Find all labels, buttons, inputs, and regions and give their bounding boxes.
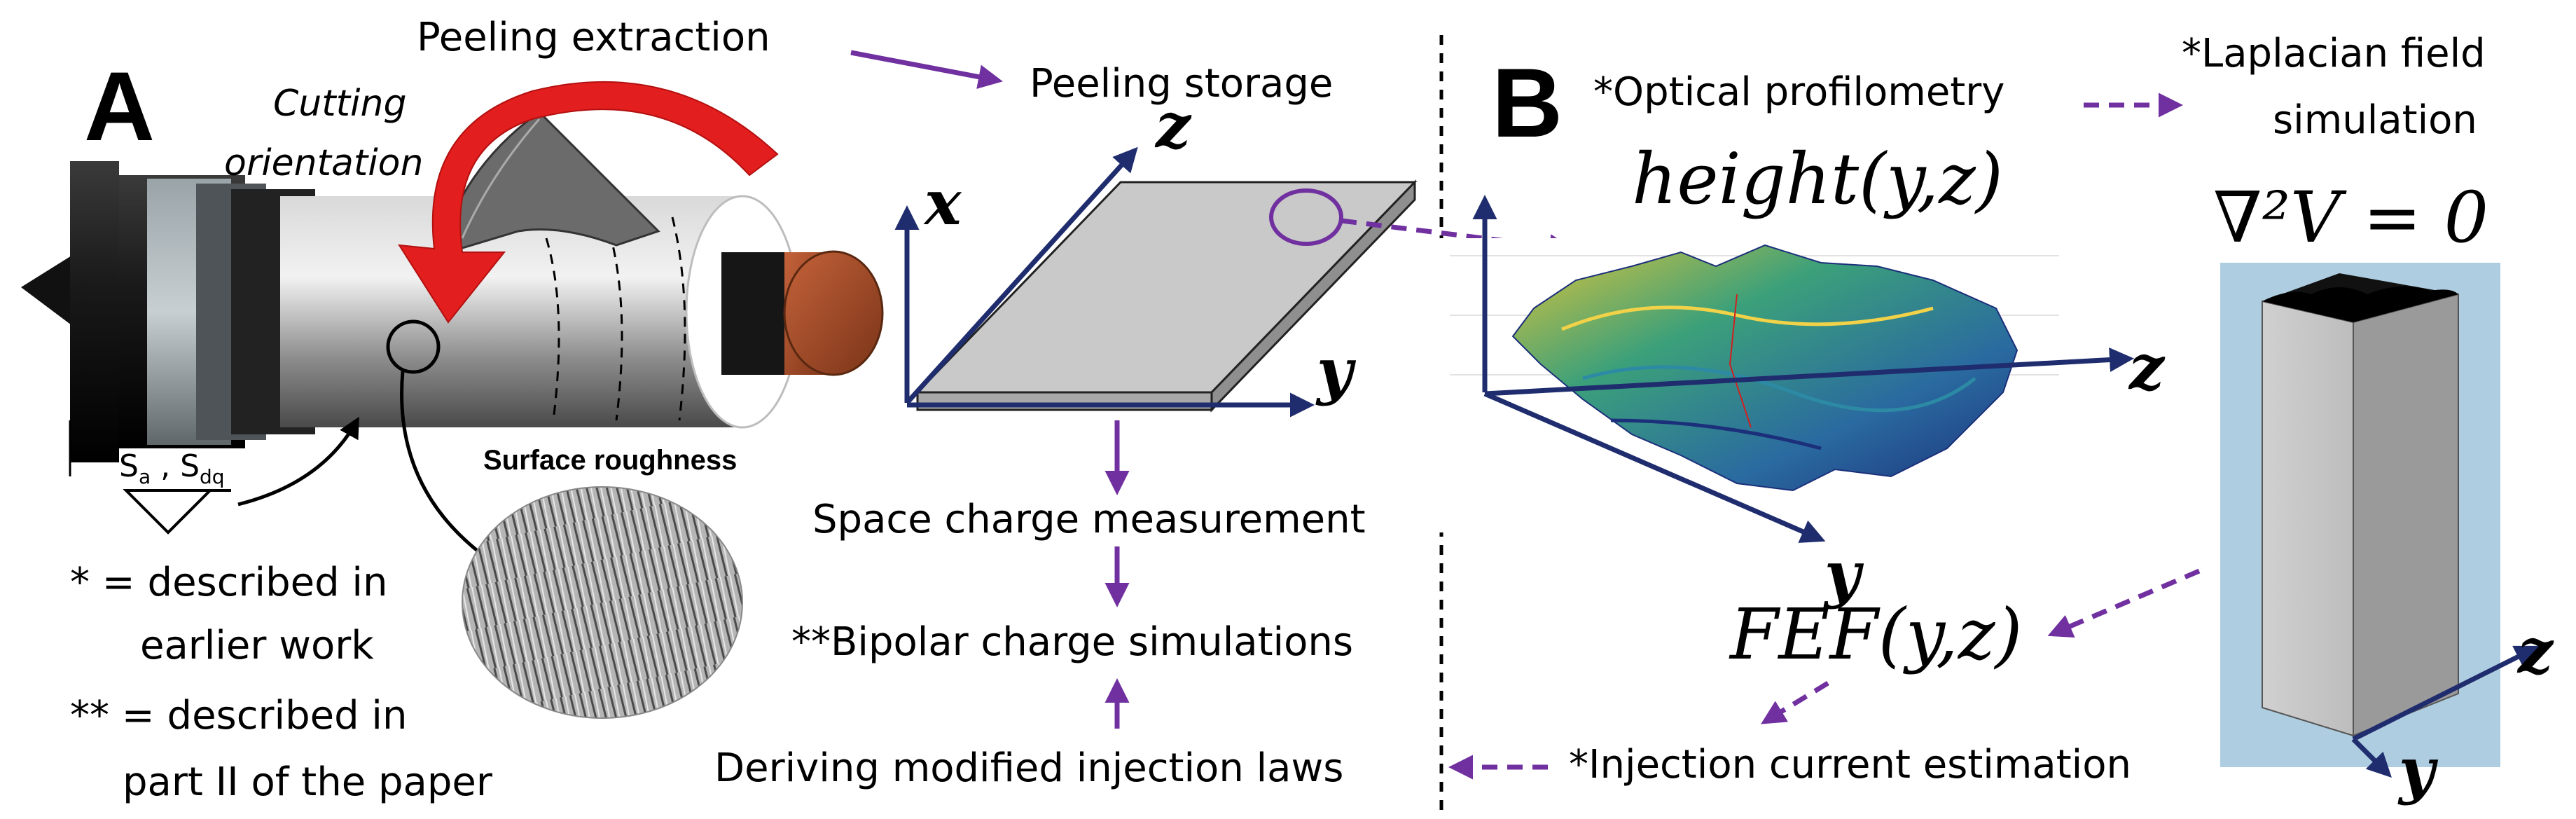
laplacian-simulation-block	[2220, 263, 2500, 767]
legend-single-star-2: earlier work	[140, 623, 374, 668]
panel-b-letter: B	[1492, 48, 1563, 158]
laplace-equation: ∇²V = 0	[2213, 177, 2488, 259]
peeling-extraction-arrow	[850, 50, 1003, 89]
cutting-orientation-label-2: orientation	[224, 142, 423, 184]
fef-expression: FEF(y,z)	[1729, 593, 2022, 675]
deriving-label: Deriving modified injection laws	[714, 745, 1343, 791]
profilometry-area-marker	[1269, 188, 1343, 246]
surface-roughness-label: Surface roughness	[483, 445, 737, 476]
optical-profilometry-label: *Optical profilometry	[1593, 69, 2004, 115]
block-axis-z	[2352, 645, 2540, 742]
roughness-symbol-icon	[123, 489, 214, 535]
legend-single-star-1: * = described in	[70, 560, 387, 605]
legend-double-star-2: part II of the paper	[123, 759, 493, 805]
legend-double-star-1: ** = described in	[70, 693, 407, 738]
fef-to-injection-arrow	[1761, 681, 1829, 724]
plate-axis-z	[905, 146, 1138, 405]
peeling-storage-label: Peeling storage	[1030, 61, 1333, 106]
block-axis-z-label: z	[2516, 614, 2554, 687]
laplacian-label-2: simulation	[2273, 97, 2477, 143]
block-axis-y	[2351, 737, 2392, 778]
surface-axis-z	[1484, 347, 2134, 397]
block-axis-y-label: y	[2397, 734, 2439, 806]
space-charge-label: Space charge measurement	[812, 497, 1366, 542]
injection-label: *Injection current estimation	[1569, 742, 2131, 787]
surface-axis-z-label: z	[2128, 331, 2166, 404]
bipolar-label: **Bipolar charge simulations	[791, 619, 1353, 665]
cutting-orientation-label: Cutting	[273, 83, 406, 125]
surface-axis-y	[1483, 391, 1826, 543]
height-expression: height(y,z)	[1632, 138, 2003, 220]
cable-illustration	[21, 111, 884, 462]
plate-axis-z-label: z	[1154, 89, 1192, 162]
surface-parameters: Sa , Sdq	[69, 416, 359, 535]
surface-axis-y-label: y	[1823, 537, 1864, 610]
laplacian-label-1: *Laplacian field	[2182, 31, 2486, 76]
svg-text:Sa , Sdq: Sa , Sdq	[119, 448, 225, 488]
surface-roughness-image	[462, 486, 743, 719]
profilometry-surface-plot	[1436, 238, 2080, 532]
roughness-connector	[400, 371, 492, 563]
plate-axis-x-label: x	[923, 166, 962, 239]
cutting-rotation-arrow	[398, 81, 779, 324]
simulation-to-fef-arrow	[2047, 568, 2201, 638]
peeling-extraction-label: Peeling extraction	[417, 15, 770, 60]
panel-a-letter: A	[84, 51, 155, 161]
plate-axis-y-label: y	[1315, 334, 1357, 407]
roughness-location-marker	[386, 319, 441, 374]
